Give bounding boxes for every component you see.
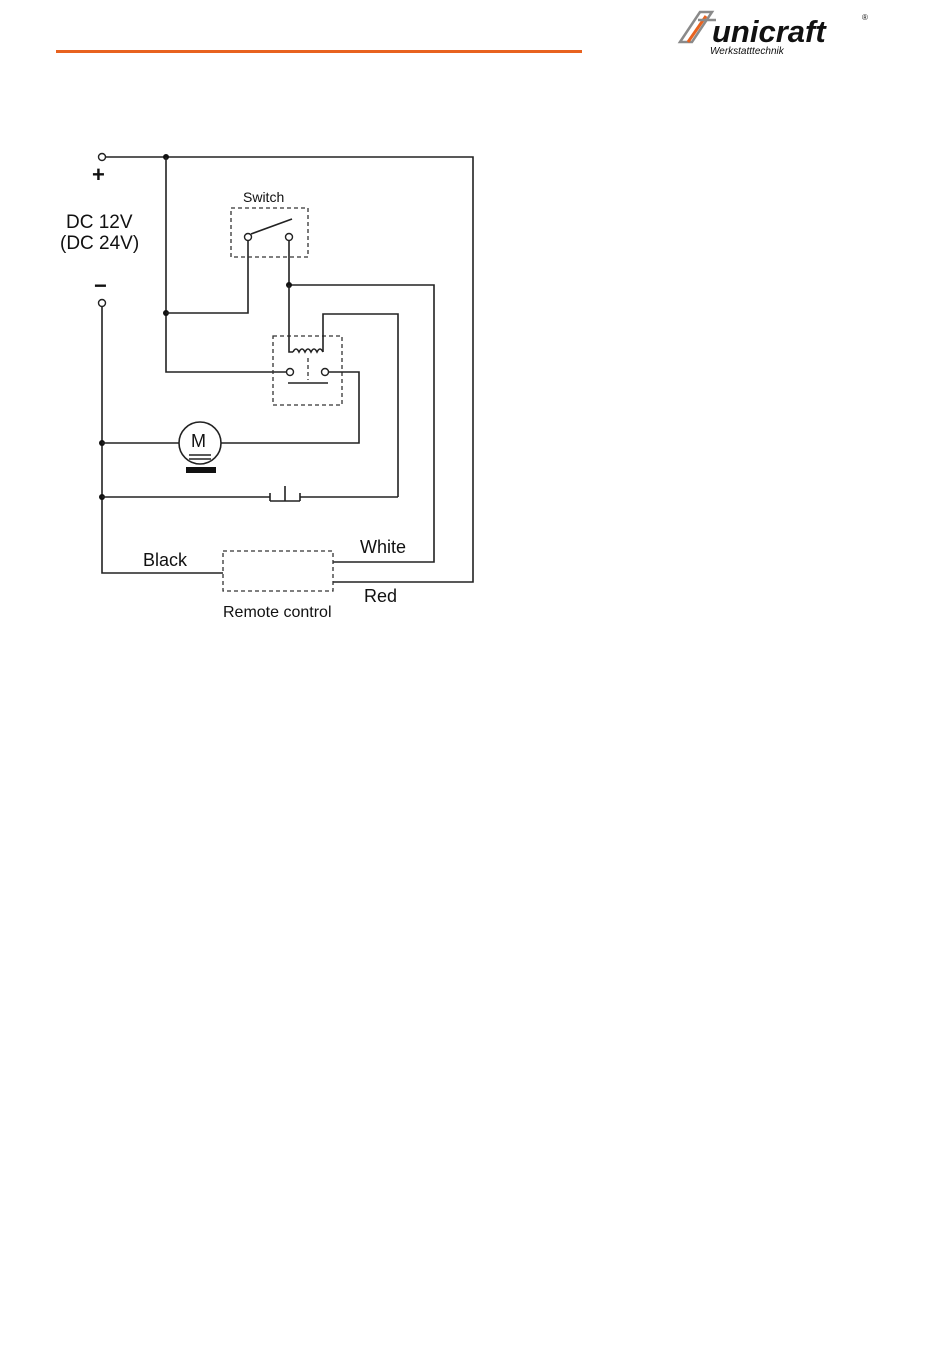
wiring-diagram: + − DC 12V (DC 24V) Switch M Remote cont…	[0, 0, 950, 700]
voltage-alt-label: (DC 24V)	[60, 233, 139, 254]
relay-box	[273, 336, 342, 405]
wire-label-red: Red	[364, 586, 397, 606]
plus-label: +	[92, 162, 105, 187]
wire-label-black: Black	[143, 550, 188, 570]
motor-label: M	[191, 431, 206, 451]
relay-coil-feed	[289, 285, 293, 352]
remote-control-label: Remote control	[223, 604, 332, 621]
switch-blade	[251, 219, 292, 234]
voltage-label: DC 12V	[66, 212, 133, 233]
relay-coil-return	[323, 314, 398, 497]
minus-label: −	[94, 273, 107, 298]
wire-label-white: White	[360, 537, 406, 557]
pushbutton-icon	[270, 486, 300, 501]
switch-terminal	[245, 234, 252, 241]
relay-coil-icon	[293, 349, 323, 352]
switch-terminal	[286, 234, 293, 241]
plus-terminal	[99, 154, 106, 161]
switch-box	[231, 208, 308, 257]
relay-terminal	[287, 369, 294, 376]
white-wire	[289, 285, 434, 562]
remote-control-box	[223, 551, 333, 591]
switch-label: Switch	[243, 189, 284, 205]
relay-terminal	[322, 369, 329, 376]
minus-terminal	[99, 300, 106, 307]
motor-base-icon	[186, 467, 216, 473]
switch-feed-wire	[166, 241, 248, 313]
